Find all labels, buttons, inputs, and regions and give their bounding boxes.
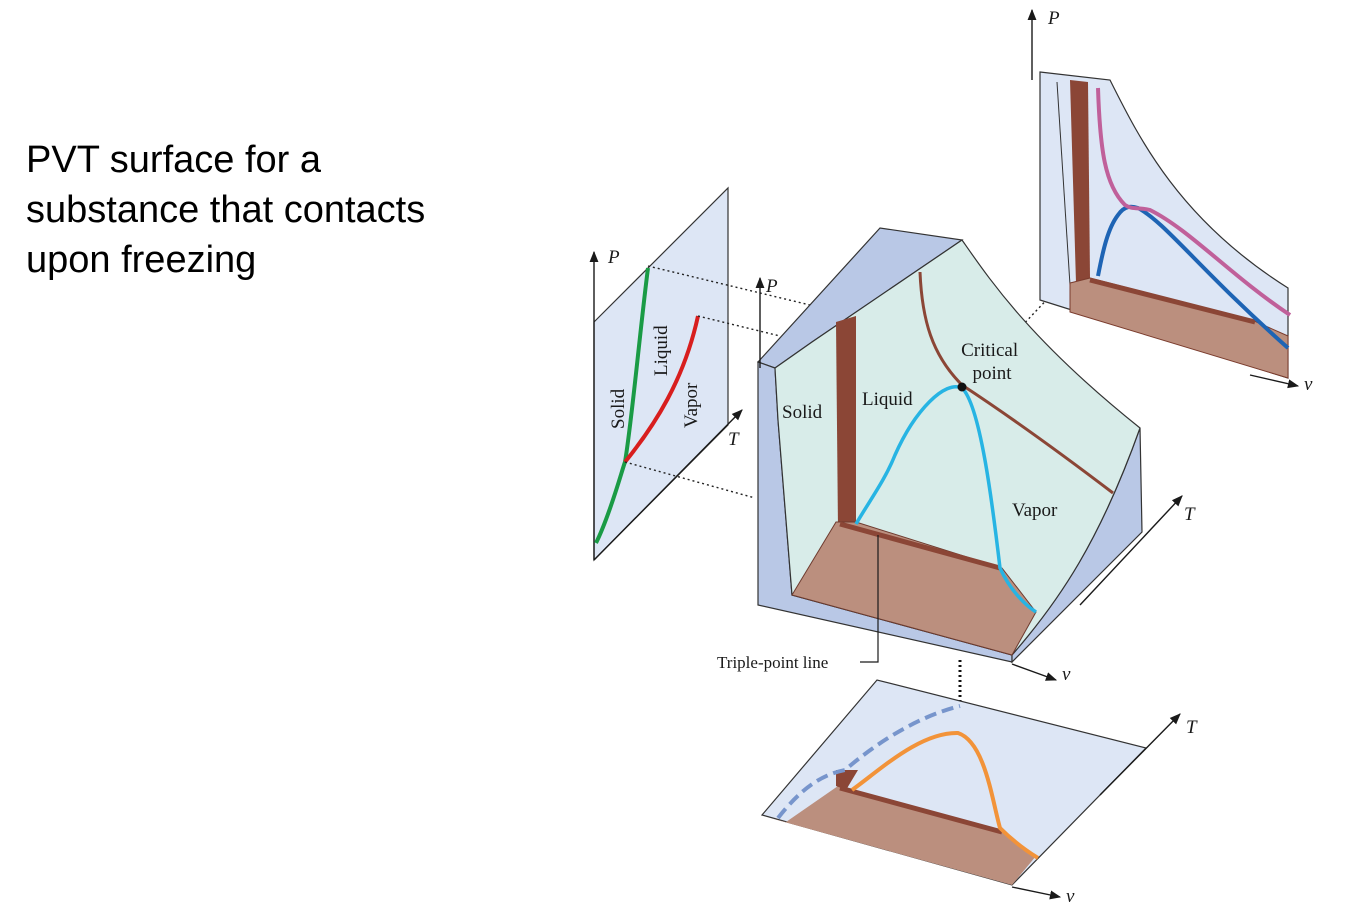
pt-p-axis-label: P	[607, 247, 620, 268]
tv-v-axis	[1011, 886, 1062, 900]
tv-dome	[850, 730, 1040, 860]
critical-point-label-line2: point	[972, 363, 1012, 384]
pv-v-axis	[1249, 374, 1300, 389]
pv-v-axis-label: v	[1304, 374, 1313, 395]
pv-solid-bar	[1070, 80, 1090, 283]
critical-point-marker	[957, 382, 967, 392]
surface-solid-label: Solid	[782, 402, 823, 423]
triple-point-line-label: Triple-point line	[717, 653, 828, 672]
tv-v-axis-label: v	[1066, 886, 1075, 907]
pt-solid-label: Solid	[608, 388, 629, 429]
critical-point-label-line1: Critical	[961, 340, 1018, 361]
surface-vapor-label: Vapor	[1012, 500, 1058, 521]
pt-diagram: P T Solid Liquid Vapor	[589, 186, 743, 562]
tv-solid-marker	[836, 770, 858, 790]
triple-point-leader	[860, 535, 879, 663]
pv-triple-line	[1089, 277, 1256, 325]
tv-triple-line	[839, 785, 1003, 835]
pv-diagram: P v	[1027, 8, 1313, 395]
pv-critical-isotherm	[1096, 87, 1292, 317]
pvt-surface: P T v Solid Liquid Vapor Critical point …	[717, 227, 1196, 685]
surface-v-axis	[1011, 663, 1058, 681]
tv-base	[770, 786, 1036, 885]
surface-t-axis	[1079, 495, 1183, 606]
tv-t-axis-label: T	[1186, 717, 1198, 738]
pt-vapor-label: Vapor	[681, 382, 702, 428]
critical-point-label: Critical point	[961, 340, 1023, 384]
pt-liquid-label: Liquid	[651, 325, 672, 376]
pt-vaporization-curve	[623, 315, 700, 464]
slide-title: PVT surface for a substance that contact…	[26, 139, 426, 281]
pv-inner-line	[1056, 81, 1071, 286]
surface-triple-line	[839, 521, 1001, 571]
pt-fusion-curve	[594, 267, 650, 544]
pv-p-axis-label: P	[1047, 8, 1060, 29]
tv-diagram: T v	[760, 679, 1198, 907]
surface-base	[791, 521, 1037, 656]
surface-t-axis-label: T	[1184, 504, 1196, 525]
pt-t-axis	[593, 409, 743, 561]
pv-base	[1069, 277, 1289, 379]
surface-solid-bar	[836, 316, 856, 530]
surface-liquid-label: Liquid	[862, 389, 913, 410]
surface-v-axis-label: v	[1062, 664, 1071, 685]
pt-t-axis-label: T	[728, 429, 740, 450]
tv-dashed-curve	[776, 704, 961, 820]
surface-p-axis-label: P	[765, 276, 778, 297]
tv-t-axis	[1099, 713, 1181, 796]
